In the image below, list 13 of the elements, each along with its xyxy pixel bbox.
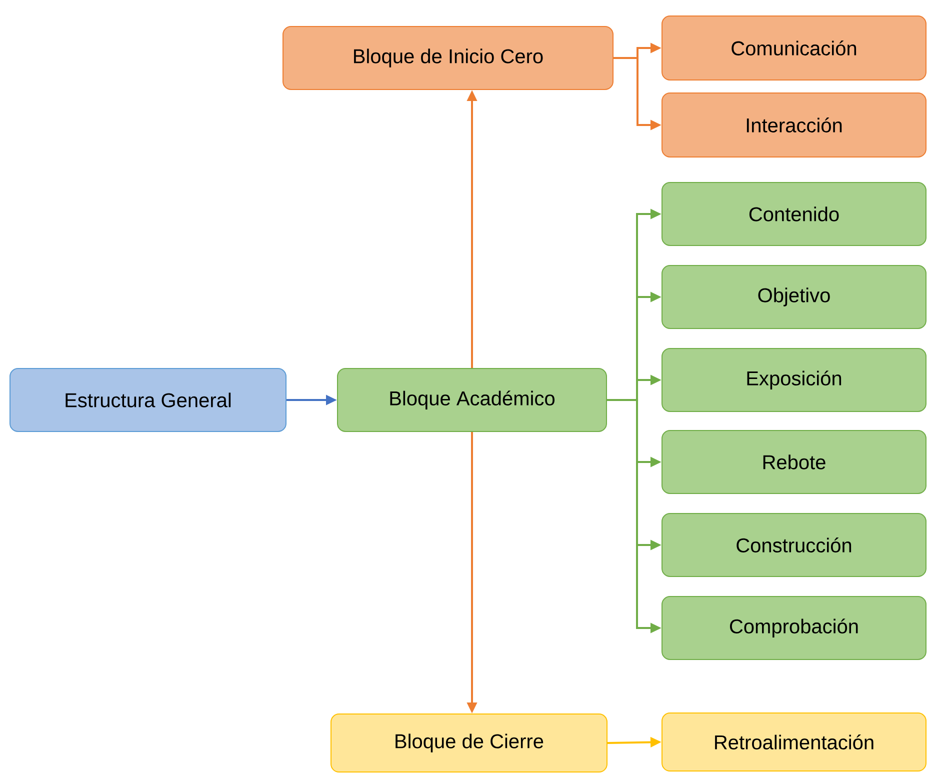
process-box: Bloque Académico (337, 368, 607, 432)
process-box: Exposición (662, 348, 926, 412)
process-box: Comprobación (662, 596, 926, 660)
process-box: Construcción (662, 513, 926, 577)
process-box: Contenido (662, 182, 926, 246)
process-box: Interacción (662, 92, 926, 158)
process-box: Estructura General (10, 368, 286, 432)
process-box: Comunicación (662, 16, 926, 80)
process-box: Bloque de Cierre (330, 714, 608, 772)
process-box: Objetivo (662, 265, 926, 329)
process-box: Rebote (662, 430, 926, 494)
process-box: Bloque de Inicio Cero (282, 26, 614, 90)
process-box: Retroalimentación (662, 712, 926, 772)
